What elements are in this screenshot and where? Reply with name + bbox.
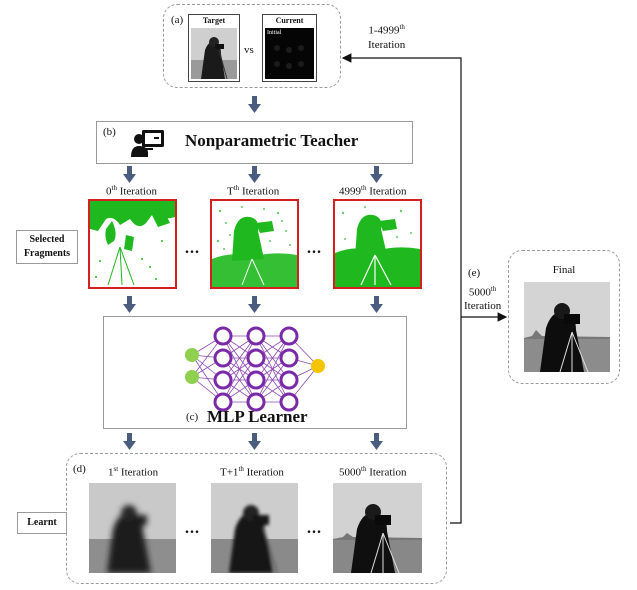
- arrow-c-to-d-3: [370, 433, 383, 450]
- current-image: Initial: [265, 28, 314, 79]
- selected-fragments-label: Selected Fragments: [16, 230, 78, 264]
- learner-iteration-2-num: T+1: [220, 466, 239, 479]
- panel-b-title: Nonparametric Teacher: [185, 131, 359, 150]
- mlp-network-diagram: [185, 326, 325, 412]
- current-image-frame: Current Initial: [262, 14, 317, 82]
- mlp-output-node: [311, 359, 325, 373]
- panel-c-tag: (c): [186, 411, 199, 423]
- teacher-iteration-2: Tth Iteration: [227, 184, 279, 198]
- teacher-iteration-3-text: Iteration: [366, 185, 407, 198]
- panel-d-tag: (d): [73, 463, 86, 475]
- feedback-label-sup: th: [399, 23, 405, 31]
- arrow-b-to-frag-1: [123, 166, 136, 183]
- teacher-iteration-1-num: 0: [106, 185, 112, 198]
- learnt-ellipsis-2: ...: [307, 520, 322, 537]
- arrow-b-to-frag-3: [370, 166, 383, 183]
- learner-iteration-2-sup: th: [238, 465, 244, 473]
- panel-b-tag: (b): [103, 126, 116, 138]
- panel-a-box: [163, 4, 341, 88]
- arrow-a-to-b: [248, 96, 261, 113]
- panel-a-tag: (a): [171, 14, 184, 26]
- learner-iteration-3-num: 5000: [339, 466, 361, 479]
- arrow-c-to-d-2: [248, 433, 261, 450]
- learner-iteration-3-text: Iteration: [366, 466, 407, 479]
- target-image-frame: Target: [188, 14, 240, 82]
- selected-fragments-line1: Selected: [29, 234, 65, 245]
- learner-iteration-1-num: 1: [108, 466, 114, 479]
- selected-fragments-line2: Fragments: [23, 248, 71, 259]
- panel-e-iteration-label: 5000th Iteration: [464, 283, 501, 313]
- teacher-iteration-2-sup: th: [233, 184, 240, 192]
- feedback-label: 1-4999th Iteration: [368, 20, 405, 52]
- feedback-label-prefix: 1-4999: [368, 24, 400, 37]
- learnt-ellipsis-1: ...: [185, 520, 200, 537]
- arrow-frag-to-c-1: [123, 296, 136, 313]
- teacher-iteration-1-text: Iteration: [116, 185, 157, 198]
- learner-iteration-1-text: Iteration: [118, 466, 159, 479]
- panel-e-tag: (e): [468, 267, 481, 279]
- teacher-iteration-3: 4999th Iteration: [339, 184, 406, 198]
- fragment-image-3: [333, 199, 422, 289]
- final-title: Final: [552, 264, 576, 276]
- teacher-iteration-3-sup: th: [361, 184, 367, 192]
- fragment-ellipsis-2: ...: [307, 240, 322, 257]
- fragment-image-1: [88, 199, 177, 289]
- feedback-label-suffix: Iteration: [368, 38, 406, 51]
- teacher-iteration-3-num: 4999: [339, 185, 361, 198]
- learner-iteration-3-sup: th: [361, 465, 367, 473]
- current-inner-label: Initial: [267, 30, 282, 36]
- arrow-c-to-d-1: [123, 433, 136, 450]
- learner-iteration-1: 1st Iteration: [108, 465, 158, 479]
- teacher-iteration-2-num: T: [227, 185, 234, 198]
- panel-c-title: MLP Learner: [207, 407, 308, 426]
- teacher-icon: [131, 128, 167, 158]
- panel-e-sup: th: [490, 285, 497, 293]
- fragment-image-2: [210, 199, 299, 289]
- arrow-b-to-frag-2: [248, 166, 261, 183]
- learnt-image-1: [89, 483, 176, 573]
- learnt-image-3: [333, 483, 422, 573]
- learner-iteration-2: T+1th Iteration: [220, 465, 284, 479]
- final-image: [524, 282, 610, 372]
- fragment-ellipsis-1: ...: [185, 240, 200, 257]
- learner-iteration-3: 5000th Iteration: [339, 465, 406, 479]
- mlp-hidden-nodes: [213, 326, 299, 412]
- arrow-frag-to-c-3: [370, 296, 383, 313]
- learnt-image-2: [211, 483, 298, 573]
- learner-iteration-1-sup: st: [113, 465, 119, 473]
- learnt-label: Learnt: [17, 512, 67, 534]
- target-title: Target: [202, 16, 226, 25]
- teacher-iteration-1-sup: th: [111, 184, 117, 192]
- mlp-input-nodes: [185, 348, 199, 384]
- learner-iteration-2-text: Iteration: [243, 466, 284, 479]
- panel-e-num: 5000: [468, 286, 491, 299]
- panel-e-text: Iteration: [464, 299, 502, 312]
- teacher-iteration-2-text: Iteration: [239, 185, 280, 198]
- teacher-iteration-1: 0th Iteration: [106, 184, 157, 198]
- current-title: Current: [275, 16, 304, 25]
- target-image: [191, 28, 237, 79]
- panel-e-box: [508, 250, 620, 384]
- arrow-frag-to-c-2: [248, 296, 261, 313]
- vs-label: vs: [244, 44, 254, 56]
